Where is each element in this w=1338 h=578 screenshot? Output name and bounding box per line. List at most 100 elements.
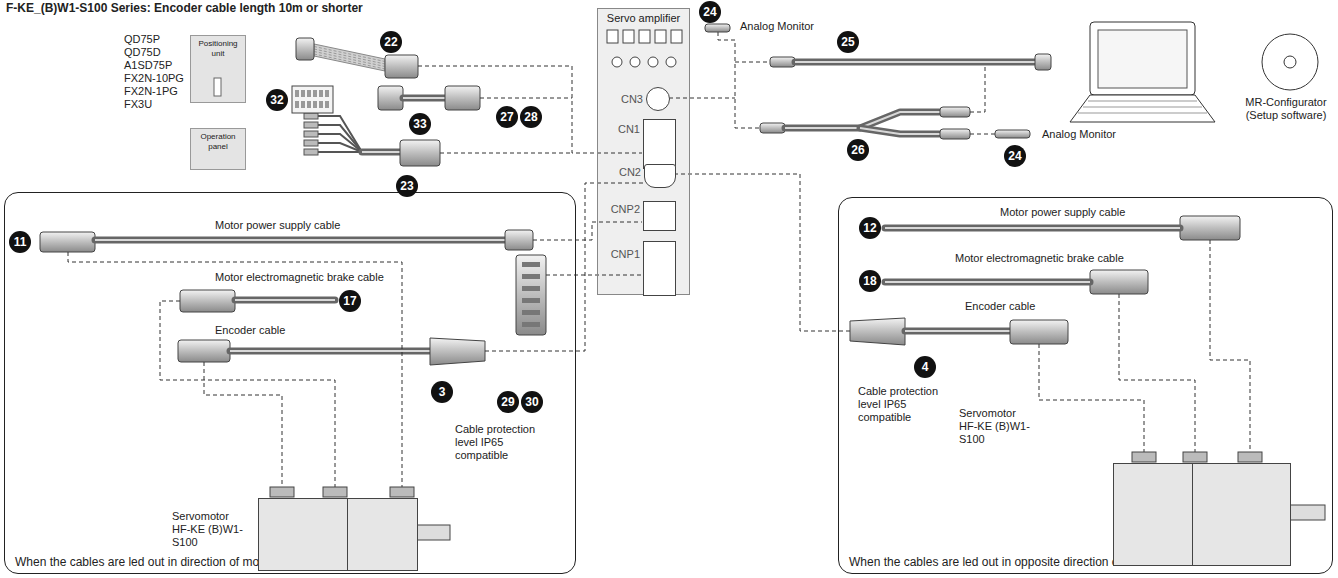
- terminal-block: [292, 86, 333, 113]
- part-label: Motor power supply cable: [215, 219, 340, 232]
- dashed-connection: [675, 174, 850, 331]
- part-label: FX2N-1PG: [124, 85, 178, 98]
- callout-number: 4: [914, 356, 936, 378]
- part-label: MR-Configurator (Setup software): [1238, 96, 1334, 122]
- panel-body: [190, 128, 246, 170]
- cable-plug: [760, 123, 785, 133]
- ribbon-stripe: [314, 52, 385, 67]
- node-label: Servomotor HF-KE (B)W1-S100: [172, 510, 246, 549]
- cable-plug: [40, 232, 95, 252]
- cable: [235, 297, 335, 304]
- wire: [318, 125, 362, 152]
- cable-plug: [505, 230, 533, 250]
- callout-number: 26: [847, 139, 869, 161]
- cable: [885, 279, 1090, 286]
- node-label: Servomotor HF-KE (B)W1-S100: [959, 407, 1033, 446]
- cable-plug: [770, 57, 795, 67]
- cd-disc: [1262, 34, 1318, 90]
- callout-number: 17: [339, 290, 361, 312]
- amplifier-led: [655, 30, 666, 43]
- callout-number: 32: [266, 89, 288, 111]
- plug-pin: [522, 286, 540, 291]
- dashed-connection: [669, 98, 735, 99]
- plug-pin: [522, 274, 540, 279]
- dashed-connection: [440, 153, 572, 154]
- wire: [318, 116, 362, 152]
- motor-connector: [390, 487, 414, 497]
- callout-number: 33: [409, 113, 431, 135]
- callout-number: 3: [431, 381, 453, 403]
- motor-shaft: [1290, 505, 1325, 520]
- part-label: Motor power supply cable: [1000, 206, 1125, 219]
- connector-cnp2: CNP2: [643, 201, 676, 231]
- callout-number: 24: [699, 1, 721, 23]
- plug-pin: [522, 298, 540, 303]
- cable: [860, 128, 940, 134]
- amplifier-switch: [648, 57, 658, 67]
- dashed-connection: [204, 362, 282, 487]
- cable-shine: [230, 350, 430, 352]
- terminal: [325, 101, 329, 108]
- connector-cn3: CN3: [646, 87, 670, 111]
- part-label: Analog Monitor: [1042, 128, 1116, 141]
- terminal: [319, 90, 323, 97]
- dashed-connection: [735, 62, 770, 63]
- title: F-KE_(B)W1-S100 Series: Encoder cable le…: [6, 2, 363, 15]
- part-label: Encoder cable: [215, 324, 285, 337]
- callout-number: 11: [9, 231, 31, 253]
- dashed-connection: [485, 183, 643, 351]
- motor-connector: [1132, 452, 1156, 462]
- dashed-connection: [533, 222, 642, 240]
- d-connector: [850, 318, 905, 345]
- servomotor: Servomotor HF-KE (B)W1-S100: [1113, 463, 1291, 566]
- terminal: [301, 101, 305, 108]
- part-label: Encoder cable: [965, 300, 1035, 313]
- motor-connector: [1183, 452, 1207, 462]
- cable-group-panel: When the cables are led out in direction…: [4, 192, 576, 574]
- amplifier-led: [607, 30, 618, 43]
- laptop-keys: [1078, 113, 1207, 114]
- cable-plug: [400, 140, 440, 166]
- laptop-screen: [1090, 22, 1195, 95]
- cable-plug: [296, 38, 314, 60]
- callout-number: 25: [837, 31, 859, 53]
- laptop-base: [1070, 95, 1215, 122]
- dashed-connection: [970, 66, 985, 112]
- drawing: [40, 8, 1325, 540]
- cable-shine: [860, 128, 940, 134]
- node-label: Positioning unit: [193, 39, 243, 59]
- part-label: Cable protection level IP65 compatible: [455, 423, 547, 462]
- motor-connector: [323, 487, 347, 497]
- cd-hole: [1284, 56, 1296, 68]
- wire: [318, 143, 362, 152]
- part-label: Analog Monitor: [740, 20, 814, 33]
- terminal: [319, 101, 323, 108]
- callout-number: 23: [396, 175, 418, 197]
- cable-plug: [940, 107, 970, 117]
- cable-plug: [516, 255, 546, 335]
- terminal: [295, 101, 299, 108]
- amplifier-switch: [630, 57, 640, 67]
- cable: [230, 348, 430, 355]
- wire-terminal: [304, 149, 318, 155]
- d-connector: [430, 338, 485, 365]
- part-label: Motor electromagnetic brake cable: [215, 271, 384, 284]
- cable-plug: [385, 55, 418, 78]
- cable-shine: [885, 281, 1090, 283]
- cable-shine: [235, 299, 335, 301]
- wire-terminal: [304, 140, 318, 146]
- node-label: Operation panel: [193, 132, 243, 152]
- dashed-connection: [160, 301, 335, 487]
- dashed-connection: [68, 252, 402, 487]
- node-label: CN2: [605, 166, 641, 179]
- plug-pin: [522, 322, 540, 327]
- dashed-connection: [1039, 344, 1144, 452]
- motor-connector: [270, 487, 294, 497]
- cable-plug: [180, 290, 235, 312]
- part-label: Motor electromagnetic brake cable: [955, 252, 1124, 265]
- part-label: Cable protection level IP65 compatible: [858, 385, 950, 424]
- amplifier-led: [623, 30, 634, 43]
- cable-plug: [940, 129, 970, 139]
- laptop-keys: [1083, 107, 1202, 108]
- cable-plug: [1035, 54, 1051, 70]
